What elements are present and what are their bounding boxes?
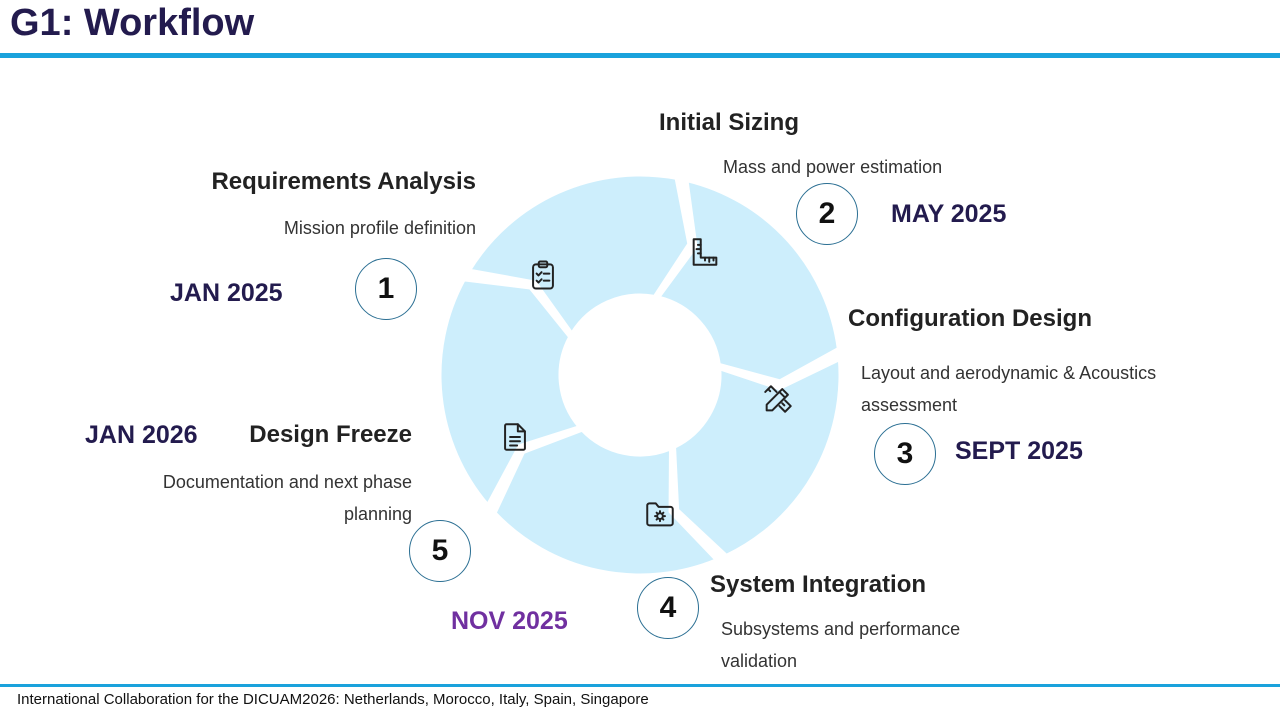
page-title: G1: Workflow — [10, 2, 255, 44]
wheel-segment-4 — [493, 428, 718, 577]
step-3-title: Configuration Design — [848, 305, 1092, 332]
step-3-date: SEPT 2025 — [955, 437, 1083, 465]
step-1-badge: 1 — [355, 258, 417, 320]
step-2-description: Mass and power estimation — [723, 157, 943, 177]
wheel-segment-2 — [657, 179, 840, 383]
step-2-badge: 2 — [796, 183, 858, 245]
clipboard-check-icon — [532, 260, 554, 290]
footer-rule — [0, 684, 1280, 687]
header-rule — [0, 53, 1280, 58]
step-4-description: Subsystems and performance validation — [721, 619, 961, 671]
folder-gear-icon — [646, 502, 674, 527]
pencil-ruler-icon — [764, 385, 792, 413]
step-3-badge: 3 — [874, 423, 936, 485]
step-1-title: Requirements Analysis — [211, 168, 476, 195]
wheel-segment-1 — [468, 173, 691, 335]
step-5-badge: 5 — [409, 520, 471, 582]
step-5-title: Design Freeze — [249, 421, 412, 448]
step-3-description: Layout and aerodynamic & Acoustics asses… — [861, 363, 1157, 415]
document-icon — [504, 423, 526, 451]
step-2-date: MAY 2025 — [891, 200, 1007, 228]
step-1-date: JAN 2025 — [170, 279, 283, 307]
step-5-description: Documentation and next phase planning — [162, 472, 412, 524]
footer-text: International Collaboration for the DICU… — [17, 691, 649, 708]
wheel-segment-5 — [438, 278, 581, 507]
step-2-title: Initial Sizing — [659, 109, 800, 136]
step-4-badge: 4 — [637, 577, 699, 639]
step-1-description: Mission profile definition — [283, 218, 476, 238]
step-4-title: System Integration — [710, 571, 927, 598]
step-5-date: JAN 2026 — [85, 421, 198, 449]
ruler-icon — [692, 238, 718, 266]
step-4-date: NOV 2025 — [451, 607, 568, 635]
wheel-segment-3 — [673, 358, 842, 557]
